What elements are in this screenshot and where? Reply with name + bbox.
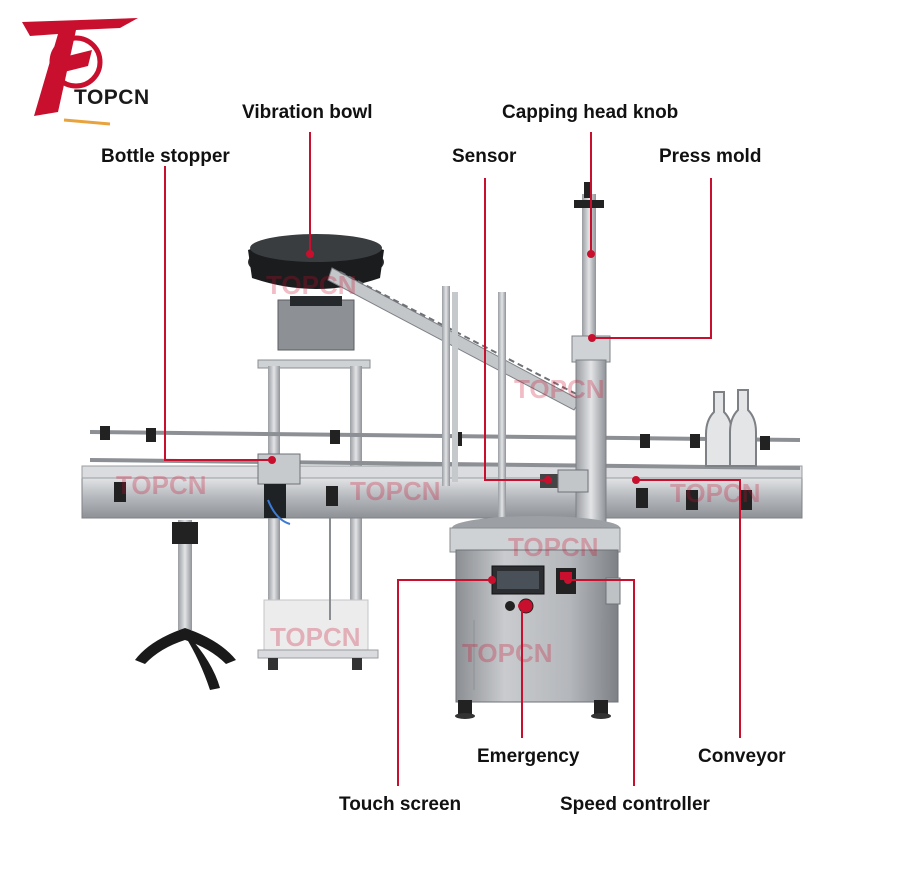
label-sensor: Sensor <box>452 146 517 167</box>
label-touch-screen: Touch screen <box>339 794 462 815</box>
svg-text:TOPCN: TOPCN <box>266 270 357 300</box>
svg-text:TOPCN: TOPCN <box>116 470 207 500</box>
callout-leader-lines <box>164 132 741 786</box>
brand-name: TOPCN <box>74 86 150 109</box>
svg-text:TOPCN: TOPCN <box>514 374 605 404</box>
label-emergency: Emergency <box>477 746 580 767</box>
svg-text:TOPCN: TOPCN <box>670 478 761 508</box>
vibration-bowl-stand <box>257 359 379 670</box>
watermarks: TOPCN TOPCN TOPCN TOPCN TOPCN TOPCN TOPC… <box>116 270 761 668</box>
label-capping-head-knob: Capping head knob <box>502 102 679 123</box>
label-bottle-stopper: Bottle stopper <box>101 146 230 167</box>
label-conveyor: Conveyor <box>698 746 786 767</box>
conveyor-stand <box>135 520 236 690</box>
svg-text:TOPCN: TOPCN <box>508 532 599 562</box>
svg-text:TOPCN: TOPCN <box>350 476 441 506</box>
topcn-logo-mark <box>22 18 138 126</box>
label-speed-controller: Speed controller <box>560 794 710 815</box>
control-cabinet <box>449 516 621 719</box>
label-vibration-bowl: Vibration bowl <box>242 102 373 123</box>
label-press-mold: Press mold <box>659 146 762 167</box>
svg-text:TOPCN: TOPCN <box>270 622 361 652</box>
capping-column <box>557 182 611 541</box>
glass-bottles <box>705 389 757 467</box>
svg-text:TOPCN: TOPCN <box>462 638 553 668</box>
